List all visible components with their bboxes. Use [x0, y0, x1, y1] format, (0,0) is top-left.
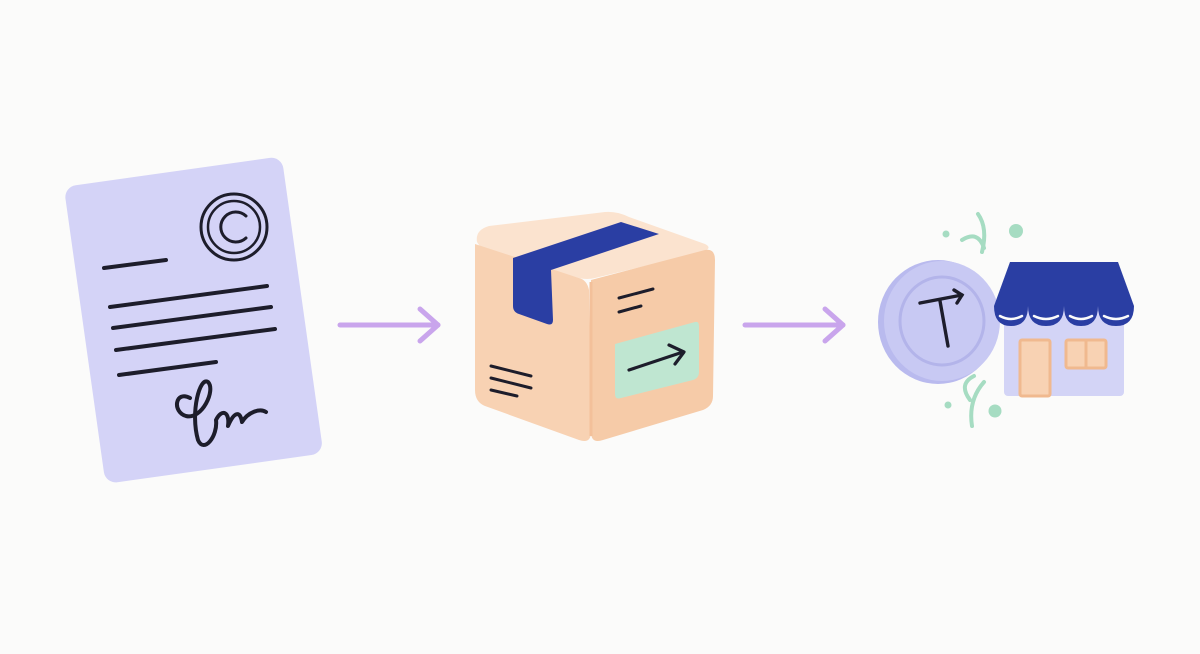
front-lines — [489, 364, 533, 398]
storefront-icon — [994, 262, 1134, 398]
document-sheet — [65, 157, 322, 483]
store-awning — [994, 262, 1134, 306]
shipping-box-icon — [455, 200, 735, 460]
seal-stamp-icon — [199, 192, 269, 262]
store-door — [1018, 338, 1052, 398]
document-text-lines — [102, 258, 277, 377]
signature-scribble — [175, 379, 268, 448]
box-tape — [513, 222, 659, 325]
label-lines — [617, 287, 655, 314]
payment-to-store-icon — [860, 200, 1160, 440]
sparkles-icon — [942, 212, 1023, 428]
arrow-right-icon — [735, 300, 855, 350]
label-arrow-icon — [627, 343, 686, 372]
coin-icon — [878, 260, 1000, 384]
signed-contract-icon — [40, 150, 350, 510]
arrow-right-icon — [330, 300, 450, 350]
